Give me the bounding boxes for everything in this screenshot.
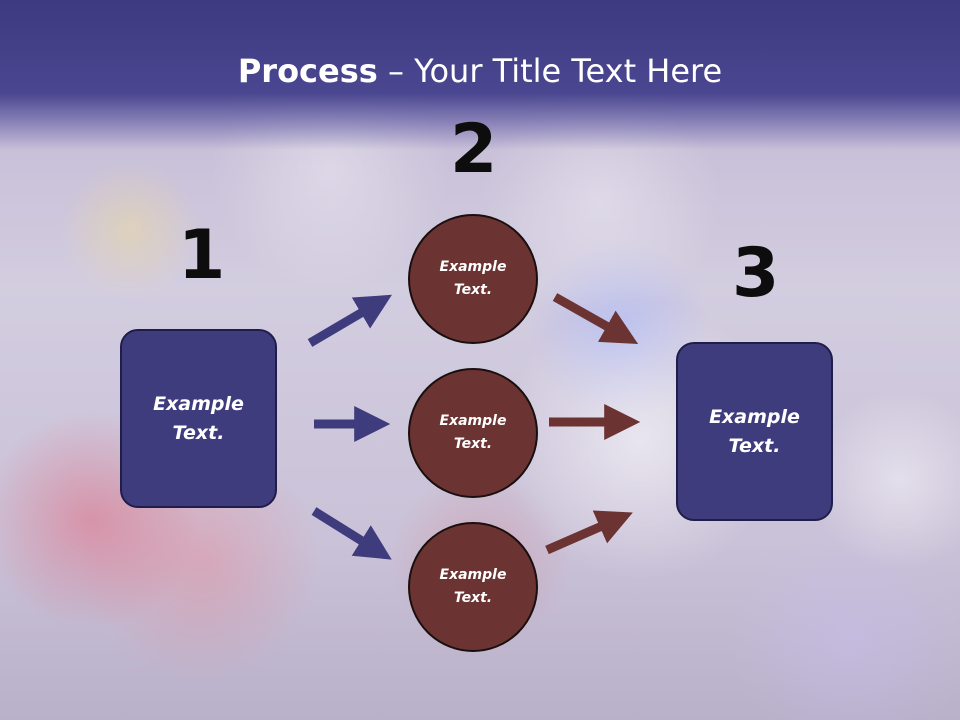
step-box-right[interactable]: Example Text. [676,342,833,521]
circle-middle[interactable]: Example Text. [408,368,538,498]
title-bold-part: Process [237,52,378,90]
arrow-left-bottom [311,507,392,560]
step-box-left[interactable]: Example Text. [120,329,277,508]
circle-top-text: Example Text. [439,259,507,298]
circle-bottom-text: Example Text. [439,567,507,606]
circle-bottom[interactable]: Example Text. [408,522,538,652]
title-rest-part: – Your Title Text Here [377,52,723,90]
arrow-left-top [307,294,392,347]
step-box-left-text: Example Text. [153,392,244,444]
circle-middle-text: Example Text. [439,413,507,452]
step-box-right-text: Example Text. [709,405,800,457]
slide-title[interactable]: Process – Your Title Text Here [0,52,960,90]
arrow-right-bottom [545,510,633,555]
circle-top[interactable]: Example Text. [408,214,538,344]
arrow-right-top [552,293,639,344]
step-number-3: 3 [732,234,780,313]
title-banner [0,0,960,150]
step-number-2: 2 [450,110,498,189]
step-number-1: 1 [178,216,226,295]
